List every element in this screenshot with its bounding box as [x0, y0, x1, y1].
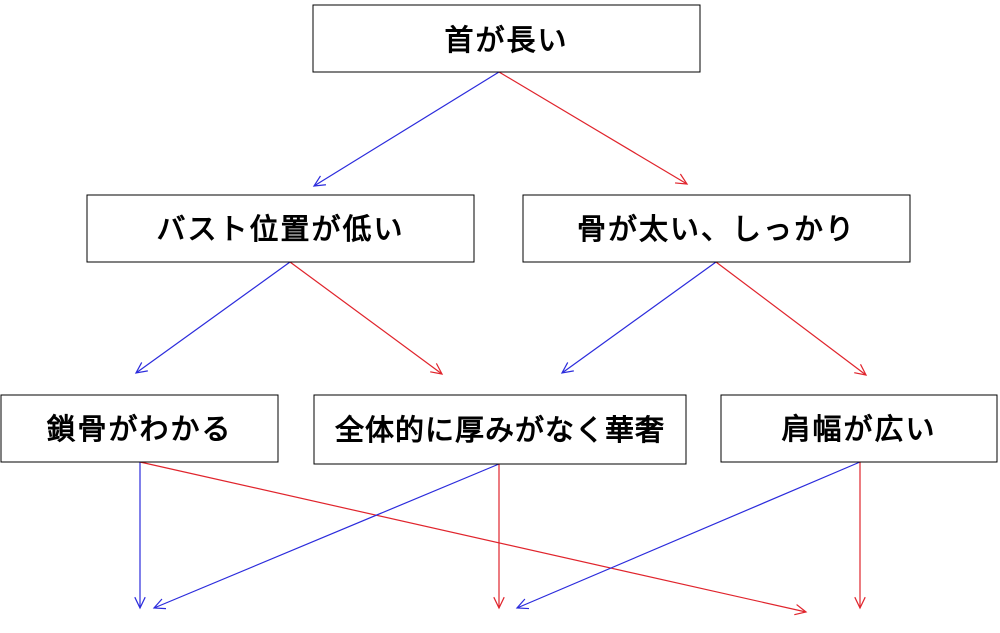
edge-thick_bone-to-thick_body	[560, 261, 717, 374]
arrowhead-icon	[430, 363, 444, 375]
edge-collarbone-to-result_1	[134, 462, 146, 610]
edge-wide_shoulder-to-result_3	[515, 461, 861, 610]
edge-line	[135, 261, 291, 374]
edge-line	[153, 463, 500, 609]
edge-line	[561, 261, 717, 374]
arrowhead-icon	[134, 362, 148, 374]
edge-thick_body-to-result_1	[152, 463, 500, 610]
node-thick-body-label: 全体的に厚みがなく華奢	[334, 413, 665, 447]
edge-line	[715, 261, 867, 376]
edge-long_neck-to-thick_bone	[498, 71, 689, 185]
node-long-neck: 首が長い	[312, 4, 701, 73]
node-thick-bone-box	[522, 194, 911, 263]
arrowhead-icon	[794, 604, 808, 616]
node-low-bust-label: バスト位置が低い	[156, 212, 404, 246]
arrowhead-icon	[674, 173, 689, 185]
edge-wide_shoulder-to-result_5	[854, 462, 866, 610]
edge-long_neck-to-low_bust	[312, 71, 500, 187]
node-long-neck-box	[312, 4, 701, 73]
node-low-bust-box	[86, 194, 475, 263]
arrowhead-icon	[152, 598, 167, 610]
arrowhead-icon	[854, 364, 868, 376]
node-wide-shoulder: 肩幅が広い	[720, 394, 998, 463]
arrowhead-icon	[493, 596, 505, 610]
arrowhead-icon	[560, 362, 574, 374]
node-thick-body-box	[313, 394, 687, 465]
node-collarbone-box	[0, 394, 279, 463]
node-wide-shoulder-label: 肩幅が広い	[781, 412, 936, 446]
arrowhead-icon	[854, 596, 866, 610]
edge-low_bust-to-collarbone	[134, 261, 291, 374]
node-long-neck-label: 首が長い	[444, 23, 568, 57]
node-thick-bone: 骨が太い、しっかり	[522, 194, 911, 263]
edge-line	[498, 71, 688, 185]
edges-layer	[134, 71, 868, 616]
arrowhead-icon	[515, 598, 530, 610]
edge-line	[139, 461, 807, 613]
arrowhead-icon	[134, 596, 146, 610]
node-low-bust: バスト位置が低い	[86, 194, 475, 263]
edge-line	[516, 461, 861, 609]
node-thick-bone-label: 骨が太い、しっかり	[577, 212, 856, 246]
edge-collarbone-to-result_4	[139, 461, 808, 616]
node-collarbone: 鎖骨がわかる	[0, 394, 279, 463]
edge-low_bust-to-thick_body	[289, 261, 444, 375]
node-thick-body: 全体的に厚みがなく華奢	[313, 394, 687, 465]
node-wide-shoulder-box	[720, 394, 998, 463]
edge-thick_body-to-result_2	[493, 464, 505, 610]
edge-line	[313, 71, 500, 187]
node-collarbone-label: 鎖骨がわかる	[46, 412, 232, 446]
edge-thick_bone-to-wide_shoulder	[715, 261, 868, 376]
arrowhead-icon	[312, 175, 326, 187]
edge-line	[289, 261, 443, 375]
